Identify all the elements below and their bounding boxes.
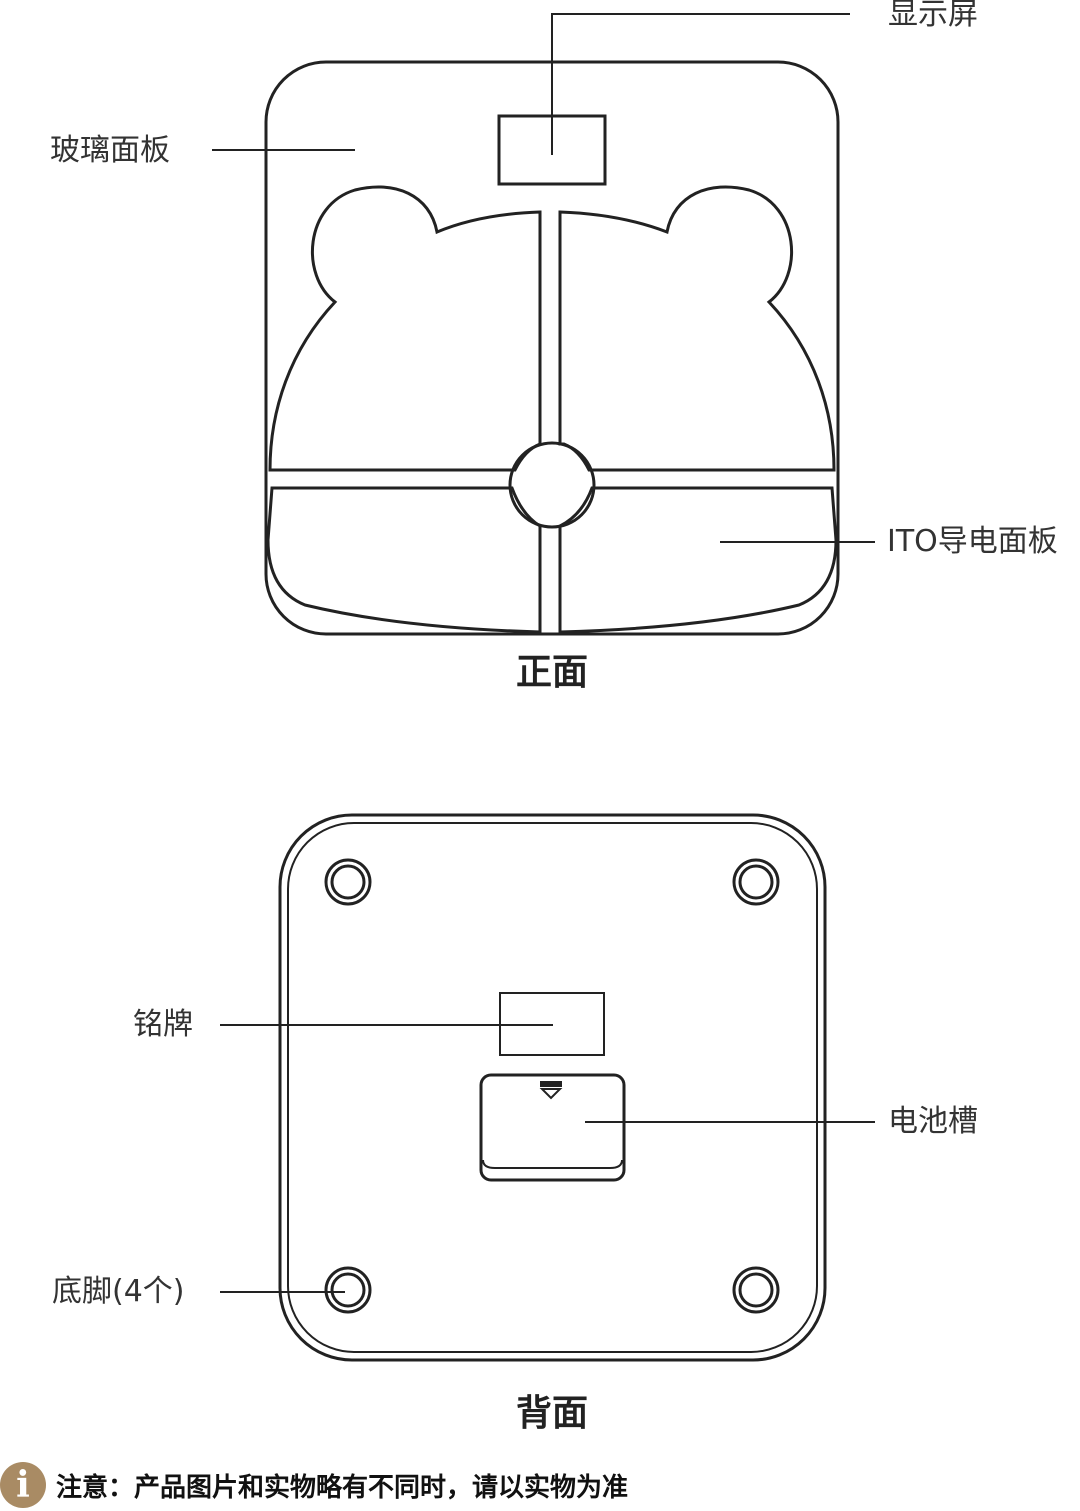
label-display: 显示屏 (888, 0, 978, 32)
label-nameplate: 铭牌 (133, 1007, 193, 1042)
front-leader-lines (212, 13, 875, 543)
foot (324, 858, 372, 906)
label-ito-panel: ITO导电面板 (887, 524, 1058, 559)
label-glass-panel: 玻璃面板 (50, 133, 170, 168)
front-title: 正面 (515, 652, 589, 693)
battery-cover (479, 1073, 626, 1182)
foot (324, 1266, 372, 1314)
note-text: 注意：产品图片和实物略有不同时，请以实物为准 (56, 1472, 629, 1503)
label-feet: 底脚(4个) (52, 1274, 185, 1309)
disclaimer-note: i 注意：产品图片和实物略有不同时，请以实物为准 (0, 1462, 628, 1508)
label-battery-slot: 电池槽 (888, 1104, 978, 1139)
back-title: 背面 (515, 1393, 589, 1434)
electrode-bottom-left (266, 486, 542, 634)
electrode-top-right (558, 185, 836, 472)
foot (732, 1266, 780, 1314)
info-icon: i (0, 1462, 46, 1508)
back-leader-lines (220, 1024, 875, 1293)
foot (732, 858, 780, 906)
electrode-top-left (268, 185, 542, 472)
back-scale (278, 813, 827, 1362)
center-button (508, 441, 596, 529)
electrode-bottom-right (558, 486, 838, 634)
